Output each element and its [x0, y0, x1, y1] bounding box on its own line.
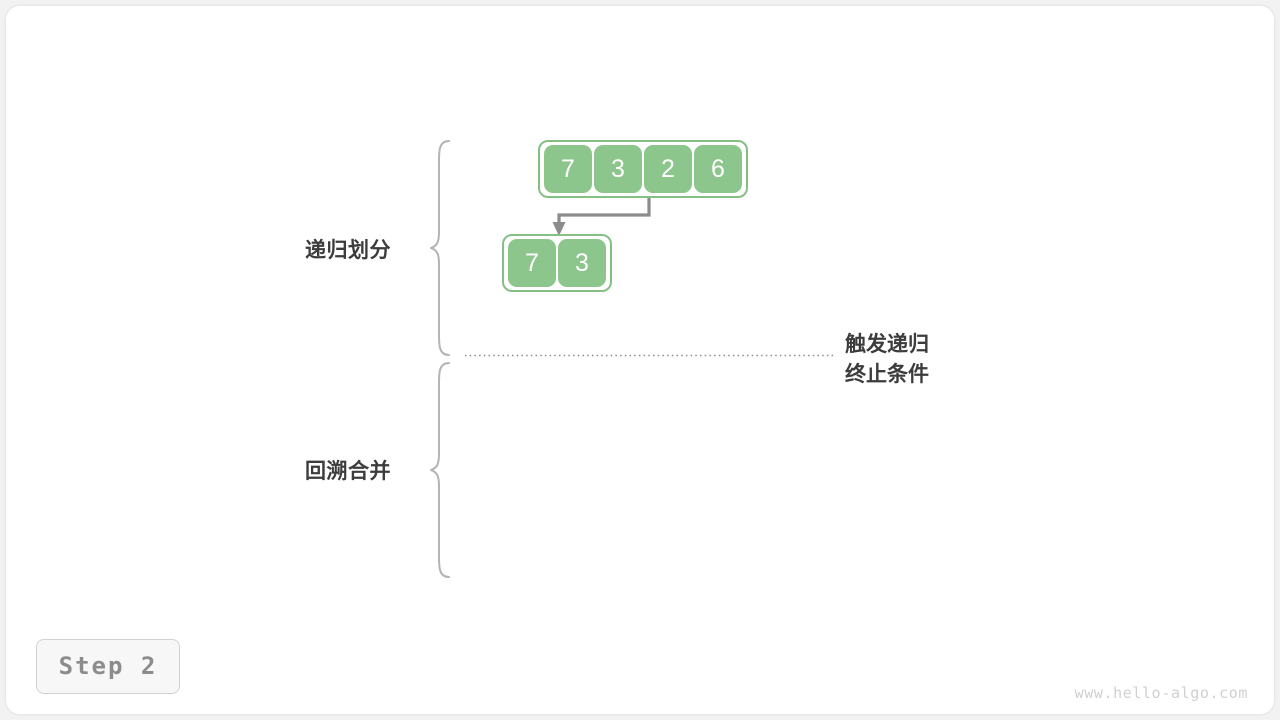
label-termination-condition: 触发递归 终止条件 — [845, 330, 929, 390]
label-recursive-divide: 递归划分 — [305, 239, 391, 262]
array-cell: 3 — [558, 239, 606, 287]
watermark: www.hello-algo.com — [1074, 684, 1248, 702]
termination-line-2: 终止条件 — [845, 363, 929, 386]
array-cell: 3 — [594, 145, 642, 193]
termination-line-1: 触发递归 — [845, 333, 929, 356]
label-backtrack-merge: 回溯合并 — [305, 460, 391, 483]
brace-merge-icon — [430, 362, 450, 578]
array-cell: 7 — [544, 145, 592, 193]
array-cell: 2 — [644, 145, 692, 193]
step-badge: Step 2 — [36, 639, 180, 694]
split-arrow-icon — [557, 194, 651, 230]
array-cell: 7 — [508, 239, 556, 287]
array-cell: 6 — [694, 145, 742, 193]
left-half-array: 7 3 — [502, 234, 612, 292]
brace-divide-icon — [430, 140, 450, 356]
root-array: 7 3 2 6 — [538, 140, 748, 198]
figure-card — [6, 6, 1274, 714]
